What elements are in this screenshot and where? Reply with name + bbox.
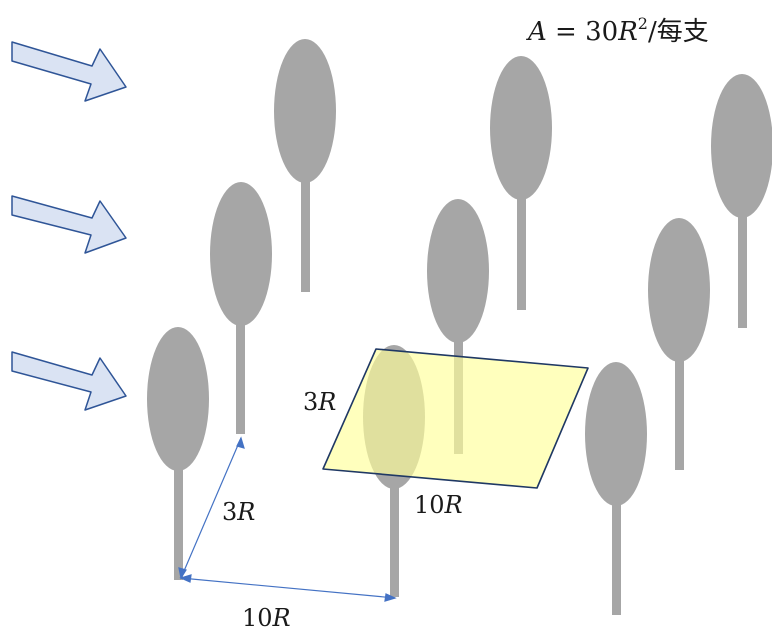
wind-arrow-icon (11, 41, 127, 102)
tree-icon (648, 218, 710, 470)
tree-icon (147, 327, 209, 580)
cell-base-label: 10R (414, 491, 463, 519)
trees (147, 39, 772, 615)
tree-icon (274, 39, 336, 292)
turbine-area-cell (322, 348, 589, 489)
cell-side-label: 3R (303, 388, 336, 416)
wind-arrow-icon (11, 195, 127, 254)
tree-icon (210, 182, 272, 434)
tree-icon (585, 362, 647, 615)
tree-icon (711, 74, 772, 328)
arrowhead-icon (179, 574, 192, 583)
wind-arrows (11, 41, 127, 411)
tree-icon (490, 56, 552, 310)
col-spacing-label: 10R (242, 604, 291, 632)
col-spacing-line (180, 577, 396, 599)
arrowhead-icon (236, 436, 245, 449)
area-formula: A = 30R2/每支 (526, 14, 709, 47)
row-spacing-line (180, 437, 242, 579)
arrowhead-icon (384, 593, 397, 602)
dimension-lines (178, 436, 397, 602)
arrowhead-icon (178, 567, 187, 580)
row-spacing-label: 3R (222, 498, 255, 526)
wind-arrow-icon (11, 351, 127, 411)
formula-exponent: 2 (638, 14, 648, 33)
